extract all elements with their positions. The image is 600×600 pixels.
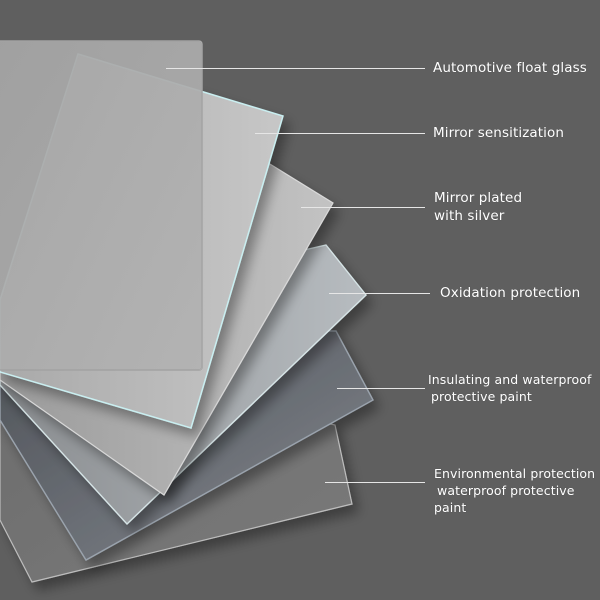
leader-line-3 [301, 207, 425, 208]
label-environmental-protection-paint: Environmental protection waterproof prot… [434, 466, 596, 515]
leader-line-4 [329, 293, 430, 294]
leader-line-1 [166, 68, 425, 69]
label-oxidation-protection: Oxidation protection [440, 285, 581, 301]
label-mirror-plated-with-silver: Mirror plated with silver [434, 190, 523, 224]
leader-line-5 [337, 388, 425, 389]
label-automotive-float-glass: Automotive float glass [433, 60, 587, 76]
sheet-automotive-float-glass [0, 40, 203, 371]
label-insulating-waterproof-paint: Insulating and waterproof protective pai… [428, 372, 592, 404]
leader-line-2 [255, 133, 425, 134]
leader-line-6 [325, 482, 425, 483]
label-mirror-sensitization: Mirror sensitization [433, 125, 565, 141]
